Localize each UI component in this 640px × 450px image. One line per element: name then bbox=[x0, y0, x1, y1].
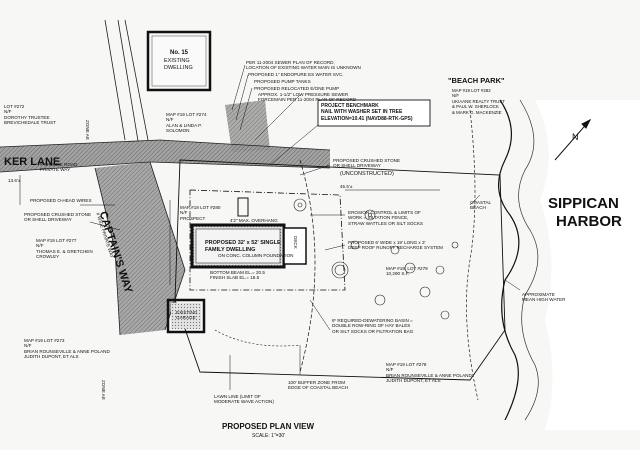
note-buffer: 100' BUFFER ZONE FROM EDGE OF COASTAL BE… bbox=[288, 380, 348, 391]
coastal-beach-line bbox=[466, 109, 479, 401]
lot-274-label: MAP #19 LOT #274 N/F ALAN & LINDA P. SOL… bbox=[166, 112, 207, 134]
lot-278-label: MAP #19 LOT #278 N/F BRIAN ROUNSEVILLE &… bbox=[386, 362, 472, 384]
unconstructed-label: (UNCONSTRUCTED) bbox=[340, 171, 394, 177]
elevation-13-6: 13.6'± bbox=[8, 178, 21, 183]
driveway-shade bbox=[225, 100, 270, 152]
lot-273-label: MAP #19 LOT #273 N/F BRIAN ROUNSEVILLE &… bbox=[24, 338, 110, 360]
max-overhang-label: 4'2" MAX. OVERHANG bbox=[230, 218, 278, 223]
erosion-control-line bbox=[189, 189, 346, 291]
deck-label: DECK bbox=[293, 236, 298, 249]
beach-park-label: "BEACH PARK" bbox=[448, 76, 505, 85]
note-pump: PROPOSED PUMP TANKS bbox=[254, 79, 311, 84]
note-left-crushed: PROPOSED CRUSHED STONE OR SHELL DRIVEWAY bbox=[24, 212, 92, 223]
note-forcemain: APPROX. 1-1/2" LOW PRESSURE SEWER FORCEM… bbox=[258, 92, 357, 103]
sippican-label: SIPPICAN bbox=[548, 195, 619, 212]
leader-lines bbox=[80, 64, 521, 390]
svg-text:N: N bbox=[572, 132, 579, 142]
existing-garage bbox=[166, 298, 206, 334]
north-arrow: N bbox=[554, 118, 592, 161]
elevation-45-5: 45.5'± bbox=[340, 184, 353, 189]
benchmark-label: PROJECT BENCHMARK NAIL WITH WASHER SET I… bbox=[321, 103, 413, 122]
existing-dwelling-label: EXISTING DWELLING bbox=[164, 58, 193, 71]
note-overhead: PROPOSED O-HEAD WIRES bbox=[30, 198, 92, 203]
note-erosion: EROSION CONTROL & LIMITS OF WORK = SILTA… bbox=[348, 210, 423, 226]
dwelling-sub: ON CONC. COLUMN FOUNDATION bbox=[218, 253, 294, 258]
plan-title: PROPOSED PLAN VIEW bbox=[222, 422, 315, 431]
note-relocated: PROPOSED RELOCATED E/ONE PUMP bbox=[254, 86, 340, 91]
existing-dwelling-15 bbox=[146, 30, 212, 92]
no15-label: No. 15 bbox=[170, 50, 189, 56]
note-crushed-stone: PROPOSED CRUSHED STONE OR SHELL DRIVEWAY bbox=[333, 158, 401, 169]
plan-scale: SCALE: 1"=30' bbox=[252, 433, 286, 439]
lot-272-label: LOT #272 N/F DOROTHY TRUSTEE BREVICHEDAL… bbox=[4, 104, 56, 126]
shoreline bbox=[498, 99, 520, 421]
existing-garage-label: EXISTING GARAGE bbox=[176, 310, 198, 321]
trees bbox=[293, 198, 459, 320]
benchmark-box bbox=[317, 99, 431, 127]
note-water: PROPOSED 1" ENDOPURE ES WATER SVC. bbox=[248, 72, 344, 77]
ker-lane-sub: # SHELLIE ROAD PRIVATE WAY bbox=[40, 162, 78, 173]
lot-280-label: MAP #19 LOT #280 N/F PROSPECT bbox=[180, 205, 221, 221]
note-mhw: APPROXIMATE MEAN HIGH WATER bbox=[522, 292, 566, 303]
beach-park-owner: MAP #19 LOT #282 N/F UKIAANE REALTY TRUS… bbox=[452, 88, 505, 115]
harbor-label: HARBOR bbox=[556, 213, 622, 230]
proposed-deck bbox=[283, 227, 307, 265]
lot-main-label: MAP #19, LOT #279 10,290 S.F. bbox=[386, 266, 428, 277]
buffer-zone-line bbox=[299, 159, 316, 373]
bottom-beam-label: BOTTOM BEAM EL.= 20.5 FINISH SLAB EL.= 1… bbox=[210, 270, 265, 281]
note-trench: PROPOSED 6' WIDE x 19' LONG x 3' DEEP RO… bbox=[348, 240, 443, 251]
note-sewer: PER 11-2004 SEWER PLAN OF RECORD, LOCATI… bbox=[246, 60, 361, 71]
proposed-dwelling-label: PROPOSED 32' x 52' SINGLE FAMILY DWELLIN… bbox=[205, 240, 281, 253]
note-lawn: LAWN LINE (LIMIT OF MODERATE WAVE ACTION… bbox=[214, 394, 274, 405]
note-coastal: COASTAL BEACH bbox=[470, 200, 492, 211]
lawn-line bbox=[214, 329, 301, 347]
ker-lane-label: KER LANE bbox=[4, 156, 61, 168]
zone-ae-label-2: ZONE AE bbox=[101, 380, 106, 400]
note-dewatering: IF REQUIRED-DEWATERING BASIN = DOUBLE RO… bbox=[332, 318, 414, 334]
lot-277-label: MAP #19 LOT #277 N/F THOMAS E. & GRETCHE… bbox=[36, 238, 93, 260]
zone-ae-label-1: ZONE AE bbox=[85, 120, 90, 140]
